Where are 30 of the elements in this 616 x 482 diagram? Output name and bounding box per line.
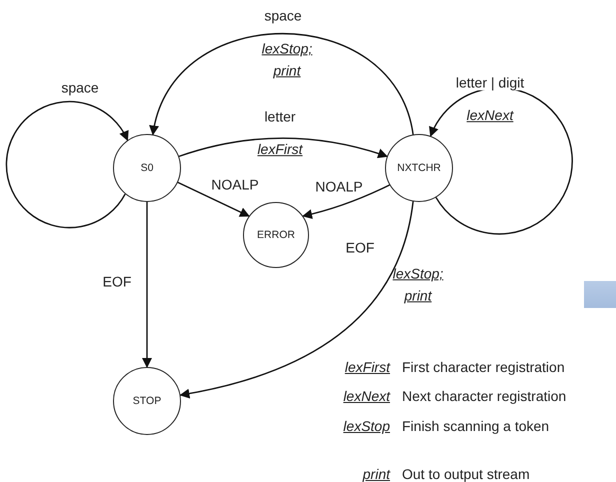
arrow bbox=[178, 182, 250, 217]
arrow bbox=[150, 33, 414, 136]
state-circle bbox=[385, 134, 453, 202]
edge-label: EOF bbox=[344, 240, 376, 256]
edge-label: NOALP bbox=[313, 179, 365, 195]
action-label: lexNext bbox=[466, 106, 514, 126]
edge-label: letter bbox=[262, 109, 298, 125]
arrow bbox=[142, 202, 152, 368]
action-label: lexStop; print bbox=[260, 39, 314, 80]
state-name: NXTCHR bbox=[397, 162, 441, 174]
legend-term: lexNext bbox=[343, 388, 390, 404]
arrow bbox=[302, 184, 390, 219]
legend-term: print bbox=[362, 466, 390, 482]
legend-term: lexFirst bbox=[344, 359, 390, 375]
legend-description: Next character registration bbox=[402, 388, 566, 404]
legend-description: Out to output stream bbox=[402, 466, 530, 482]
arrow bbox=[178, 138, 388, 158]
action-label: lexFirst bbox=[257, 140, 303, 160]
arrow bbox=[6, 101, 128, 228]
arrow bbox=[180, 201, 414, 398]
legend-description: Finish scanning a token bbox=[402, 418, 550, 434]
legend-description: First character registration bbox=[402, 359, 565, 375]
edge-label: EOF bbox=[100, 274, 134, 290]
legend-term: lexStop bbox=[343, 418, 390, 434]
state-name: STOP bbox=[132, 395, 162, 407]
edge-label: letter | digit bbox=[454, 75, 526, 91]
edge-label: NOALP bbox=[209, 177, 261, 193]
action-label: lexStop; print bbox=[392, 264, 444, 306]
state-name: S0 bbox=[140, 162, 154, 174]
state-name: ERROR bbox=[257, 229, 295, 241]
